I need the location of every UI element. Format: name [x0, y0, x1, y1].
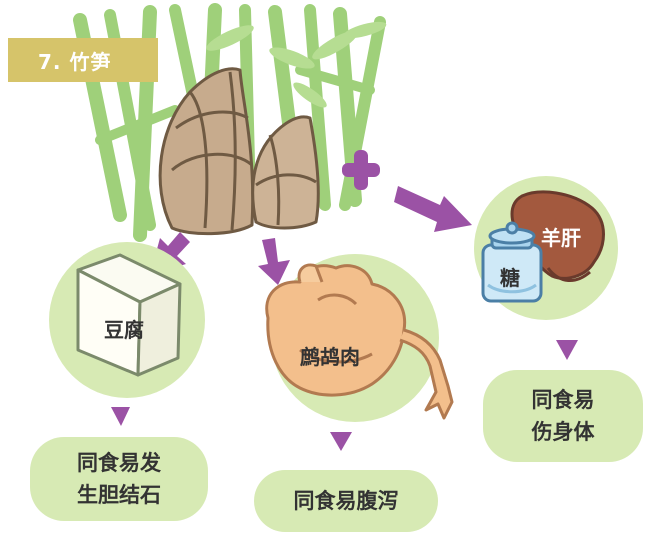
pigeon-illustration: [265, 263, 454, 420]
tofu-result-box: 同食易发 生胆结石: [30, 437, 208, 521]
sugar-jar-illustration: [481, 221, 543, 303]
liver-label: 羊肝: [541, 226, 581, 250]
pigeon-result-box: 同食易腹泻: [254, 470, 438, 532]
arrow-liver-result: [556, 340, 578, 360]
bamboo-shoot-illustration: [158, 67, 320, 236]
tofu-illustration: [76, 253, 182, 377]
sugar-liver-result-line-2: 伤身体: [531, 420, 595, 444]
arrow-tofu-result: [111, 407, 130, 426]
pigeon-label: 鹧鸪肉: [300, 345, 360, 369]
page-title: 7. 竹笋: [8, 38, 158, 82]
arrow-to-pigeon: [258, 238, 290, 285]
pigeon-result-line-1: 同食易腹泻: [293, 489, 399, 513]
plus-icon: [342, 150, 380, 190]
arrow-pigeon-result: [330, 432, 352, 451]
tofu-result-line-1: 同食易发: [77, 451, 161, 475]
tofu-label: 豆腐: [104, 318, 144, 342]
bamboo-leaves: [206, 21, 387, 108]
sugar-liver-result-box: 同食易 伤身体: [483, 370, 643, 462]
sugar-label: 糖: [500, 266, 520, 290]
arrow-to-liver: [394, 186, 472, 232]
tofu-result-line-2: 生胆结石: [77, 483, 161, 507]
sugar-liver-result-line-1: 同食易: [531, 388, 595, 412]
